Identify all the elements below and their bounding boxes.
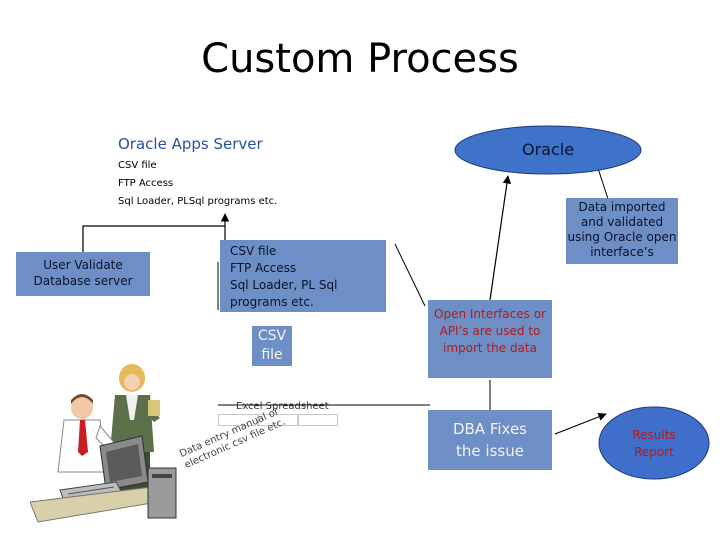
open-interfaces-line-3: import the data	[443, 341, 537, 355]
user-validate-line-1: User Validate	[43, 258, 123, 272]
results-line-2: Report	[634, 445, 674, 459]
csv-file-box: CSV file	[252, 326, 292, 366]
csv-ftp-line-4: programs etc.	[230, 295, 314, 309]
dba-to-results-arrow	[554, 412, 607, 435]
open-interfaces-line-2: API’s are used to	[439, 324, 541, 338]
office-workers-clipart	[30, 364, 177, 523]
data-imported-line-3: using Oracle open	[567, 230, 677, 244]
data-imported-line-2: and validated	[580, 215, 664, 229]
user-validate-to-server-line	[82, 225, 225, 252]
bracket-line-right	[394, 243, 426, 307]
interfaces-to-oracle-arrow	[489, 175, 512, 301]
csv-ftp-line-2: FTP Access	[230, 261, 297, 275]
csv-ftp-box: CSV file FTP Access Sql Loader, PL Sql p…	[220, 240, 386, 312]
apps-server-heading: Oracle Apps Server	[118, 135, 263, 153]
data-imported-box: Data imported and validated using Oracle…	[566, 198, 678, 264]
dba-fixes-box: DBA Fixes the issue	[428, 410, 552, 470]
results-line-1: Results	[632, 428, 676, 442]
results-report-text: Results Report	[599, 427, 709, 461]
oracle-ellipse	[454, 125, 642, 175]
apps-server-item-csv: CSV file	[118, 160, 157, 171]
dba-fixes-line-1: DBA Fixes	[452, 420, 528, 438]
apps-server-item-ftp: FTP Access	[118, 178, 174, 189]
open-interfaces-box: Open Interfaces or API’s are used to imp…	[428, 300, 552, 378]
spreadsheet-clip: Excel Spreadsheet	[218, 398, 342, 428]
spreadsheet-label: Excel Spreadsheet	[236, 401, 329, 412]
csv-ftp-line-3: Sql Loader, PL Sql	[230, 278, 338, 292]
data-imported-line-1: Data imported	[578, 200, 666, 214]
csv-file-line-2: file	[261, 347, 283, 363]
results-ellipse	[598, 406, 710, 480]
user-validate-box: User Validate Database server	[16, 252, 150, 296]
user-validate-line-2: Database server	[33, 274, 133, 288]
page-title: Custom Process	[201, 36, 519, 82]
apps-server-item-sql: Sql Loader, PLSql programs etc.	[118, 196, 278, 207]
data-imported-line-4: interface’s	[590, 245, 654, 259]
open-interfaces-line-1: Open Interfaces or	[434, 307, 546, 321]
csv-ftp-line-1: CSV file	[230, 244, 277, 258]
oracle-label: Oracle	[521, 140, 575, 159]
dba-fixes-line-2: the issue	[456, 442, 524, 460]
csv-file-line-1: CSV	[257, 328, 287, 344]
